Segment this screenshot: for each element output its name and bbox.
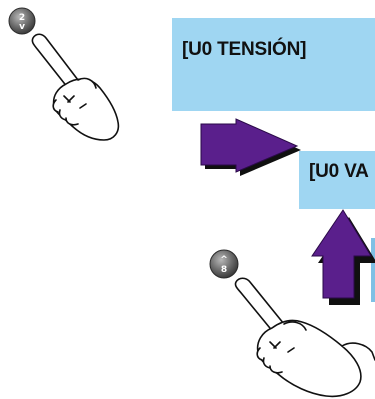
lcd-screen-tension: [U0 TENSIÓN] — [172, 18, 375, 111]
key-number: 8 — [221, 265, 227, 275]
arrow-right-icon — [200, 118, 301, 176]
key-arrow: ^ — [220, 255, 228, 265]
lcd-screen-va: [U0 VA — [299, 151, 375, 209]
key-arrow: v — [19, 22, 25, 32]
lcd-screen-title: [U0 VA — [309, 161, 369, 182]
key-number: 2 — [19, 13, 25, 23]
arrow-up-icon — [311, 209, 375, 305]
lcd-screen-next — [371, 238, 375, 302]
lcd-screen-title: [U0 TENSIÓN] — [182, 39, 307, 60]
